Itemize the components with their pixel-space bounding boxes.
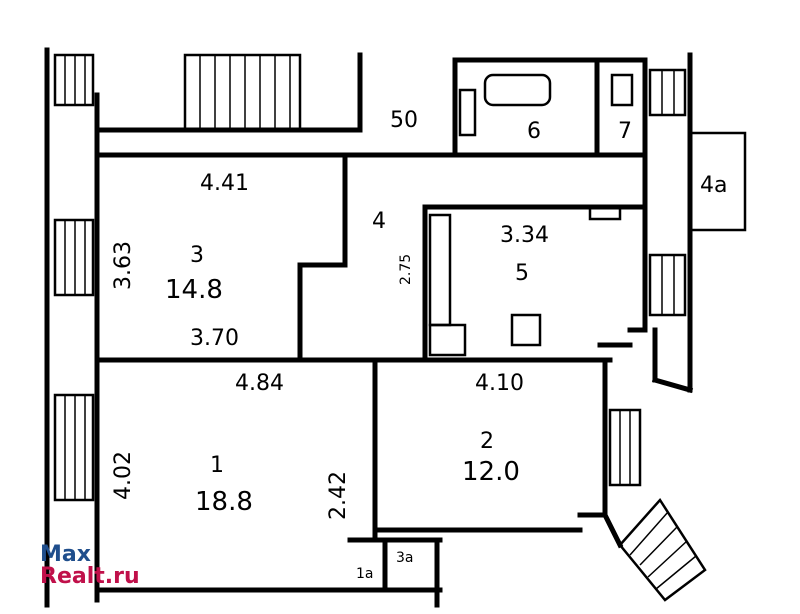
room-2-area: 12.0 [462, 457, 520, 487]
dim-room4: 2.75 [398, 254, 414, 285]
watermark-line2: Realt.ru [40, 564, 140, 589]
watermark-max: Max [40, 544, 91, 566]
room-3a-number: 3a [396, 550, 414, 566]
room-1-number: 1 [210, 453, 224, 478]
toilet-icon [610, 73, 634, 107]
fixtures [428, 73, 747, 357]
room-3-area: 14.8 [165, 275, 223, 305]
room-7-number: 7 [618, 119, 632, 144]
watermark-line1: Max [40, 542, 91, 567]
stairs [577, 497, 707, 602]
vent-icon [588, 205, 622, 221]
dim-closet: 2.42 [326, 471, 351, 520]
room-4a-box [688, 131, 747, 232]
room-4-number: 4 [372, 209, 386, 234]
dim-kitchen-width: 3.34 [500, 223, 549, 248]
windows [53, 53, 687, 502]
bathtub-icon [483, 73, 552, 107]
room-6-number: 6 [527, 119, 541, 144]
dim-room1-depth: 4.02 [111, 451, 136, 500]
dim-room1-width: 4.84 [235, 371, 284, 396]
watermark-realt: Realt.ru [40, 566, 140, 588]
sink-icon [428, 323, 467, 357]
room-5-number: 5 [515, 261, 529, 286]
radiator-icon [458, 88, 477, 137]
dim-50: 50 [390, 108, 418, 133]
dim-room3-bottom: 3.70 [190, 326, 239, 351]
room-2-number: 2 [480, 429, 494, 454]
dim-room2-width: 4.10 [475, 371, 524, 396]
room-1a-number: 1a [356, 566, 374, 582]
stove-icon [428, 213, 452, 327]
walls [44, 47, 694, 608]
room-3-number: 3 [190, 243, 204, 268]
room-4a-number: 4a [700, 173, 727, 198]
dim-room3-depth: 3.63 [111, 241, 136, 290]
kitchen-fixture-icon [510, 313, 542, 347]
dim-room3-width: 4.41 [200, 171, 249, 196]
room-1-area: 18.8 [195, 487, 253, 517]
